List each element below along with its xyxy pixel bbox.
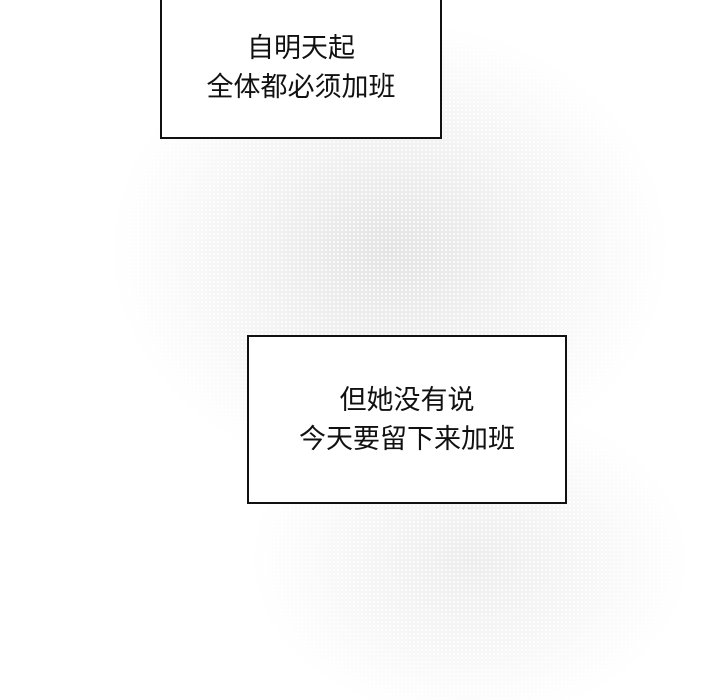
bubble-line: 但她没有说	[339, 384, 475, 416]
bubble-line: 今天要留下来加班	[299, 423, 515, 455]
speech-bubble-top: 自明天起 全体都必须加班	[160, 0, 442, 139]
speech-bubble-middle: 但她没有说 今天要留下来加班	[247, 335, 567, 504]
bubble-line: 全体都必须加班	[206, 72, 396, 103]
bubble-line: 自明天起	[247, 33, 355, 64]
